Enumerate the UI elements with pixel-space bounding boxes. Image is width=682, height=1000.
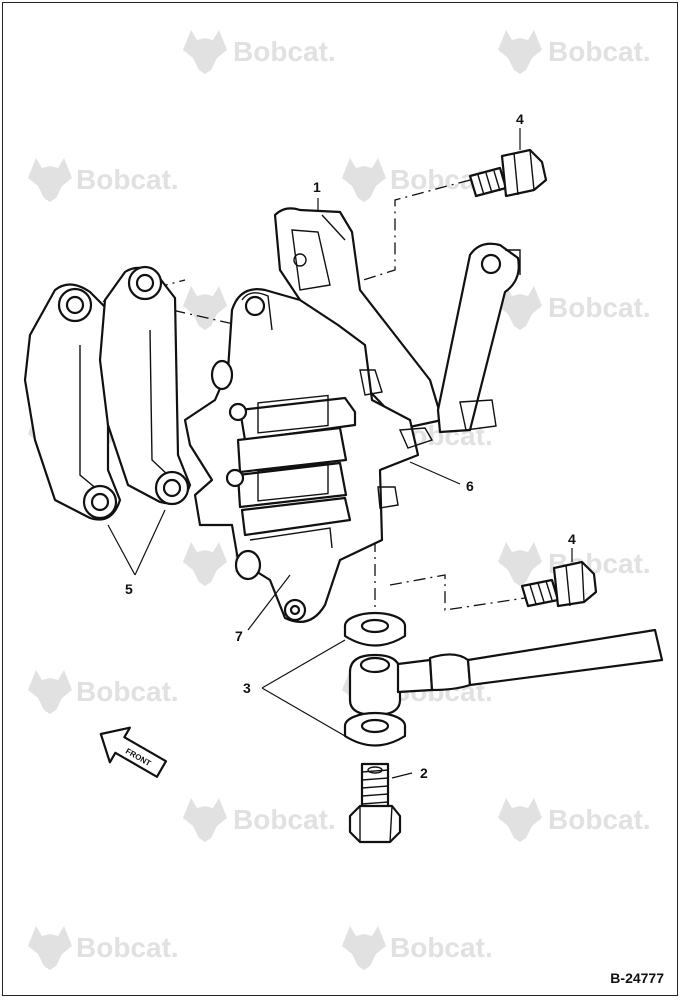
- watermark-text: Bobcat.: [76, 932, 179, 963]
- watermark-logo: [498, 30, 542, 74]
- watermark-logo: [28, 670, 72, 714]
- brake-pad-inner: [98, 265, 192, 506]
- watermark-logo: [183, 286, 227, 330]
- bolt-top: [468, 148, 548, 198]
- watermark-logo: [183, 30, 227, 74]
- watermark-text: Bobcat.: [548, 804, 651, 835]
- bolt-right: [520, 560, 598, 608]
- callout-3: 3: [243, 680, 251, 696]
- watermark-text: Bobcat.: [390, 932, 493, 963]
- watermark-logo: [342, 926, 386, 970]
- watermark-logo: [498, 798, 542, 842]
- watermark-logo: [28, 158, 72, 202]
- watermark-logo: [183, 542, 227, 586]
- watermark-logo: [28, 926, 72, 970]
- caliper-body: [183, 288, 497, 623]
- callout-1: 1: [313, 179, 321, 195]
- pivot-arm: [436, 242, 521, 434]
- watermark-logo: [183, 798, 227, 842]
- callout-4-top: 4: [516, 111, 524, 127]
- watermark-logo: [498, 542, 542, 586]
- brake-pad-outer: [23, 283, 122, 521]
- callout-7: 7: [235, 628, 243, 644]
- watermark-text: Bobcat.: [233, 36, 336, 67]
- callouts: 1 4 4 5 6 7 3 2: [125, 111, 576, 781]
- callout-5: 5: [125, 581, 133, 597]
- watermark-text: Bobcat.: [76, 676, 179, 707]
- leader-lines: [107, 128, 573, 779]
- callout-2: 2: [420, 765, 428, 781]
- banjo-fitting: [348, 628, 664, 717]
- watermark-text: Bobcat.: [548, 36, 651, 67]
- watermark-text: Bobcat.: [233, 804, 336, 835]
- callout-6: 6: [466, 478, 474, 494]
- watermark-logo: [342, 158, 386, 202]
- callout-4-right: 4: [568, 531, 576, 547]
- washer-bottom: [343, 711, 407, 747]
- washer-top: [343, 611, 407, 647]
- front-arrow: FRONT: [99, 726, 168, 778]
- watermark-text: Bobcat.: [76, 164, 179, 195]
- watermark-text: Bobcat.: [548, 292, 651, 323]
- banjo-bolt: [348, 762, 402, 844]
- figure-id: B-24777: [610, 970, 664, 986]
